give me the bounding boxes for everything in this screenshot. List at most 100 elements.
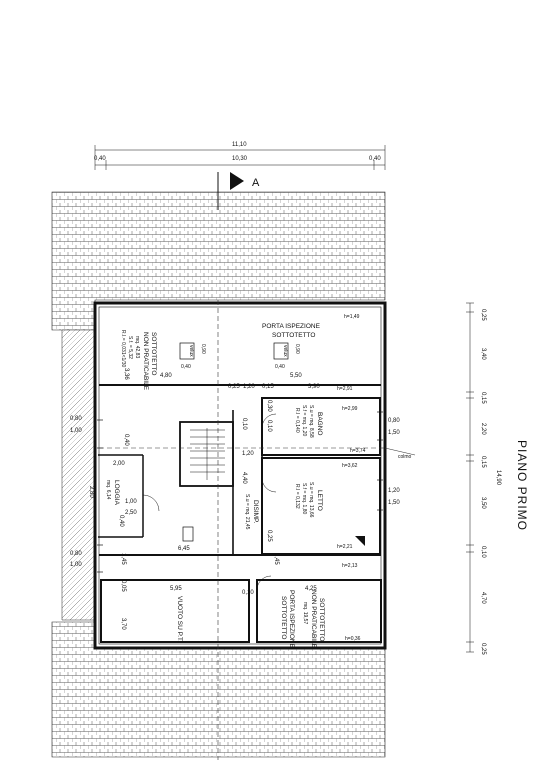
- height-label: h=2,21: [337, 544, 353, 550]
- velux-label: velux: [188, 345, 194, 357]
- right-dim-total: 14,90: [495, 470, 501, 486]
- loggia-wall-hatch: [61, 329, 96, 621]
- room-vuoto: VUOTO SU P.T.: [176, 596, 183, 642]
- colmo-label: colmo: [398, 454, 412, 460]
- height-label: h=2,99: [342, 406, 358, 412]
- dim-label: 0,80: [70, 416, 82, 422]
- dim-label: 1,50: [388, 430, 400, 436]
- height-label: h=2,13: [342, 563, 358, 569]
- room-area: S.u = mq. 21,45: [244, 494, 250, 530]
- door-label: SOTTOTETTO: [272, 332, 315, 339]
- room-su: S.u = mq. 8,58: [308, 405, 314, 438]
- roof-hatch: [51, 191, 386, 758]
- room-name: SOTTOTETTO: [150, 332, 157, 375]
- velux-width: 0,90: [294, 344, 300, 354]
- dim-label: 1,00: [70, 562, 82, 568]
- right-dimensions: [466, 302, 474, 653]
- right-dim-6: 0,10: [480, 546, 486, 558]
- velux-label: velux: [282, 345, 288, 357]
- room-porta-ispezione-n: PORTA ISPEZIONE SOTTOTETTO velux 0,90 0,…: [262, 323, 321, 370]
- section-marker-label: A: [252, 177, 260, 189]
- right-dim-5: 3,50: [480, 497, 486, 509]
- dim-label: 0,40: [123, 434, 129, 446]
- height-label: h=3,74: [350, 448, 366, 454]
- right-dim-0: 0,25: [480, 309, 486, 321]
- dim-label: 2,80: [88, 486, 94, 498]
- dim-label: 4,40: [241, 472, 247, 484]
- room-area: mq. 19,57: [302, 602, 308, 624]
- room-disimpegno: DISIMP. S.u = mq. 21,45: [244, 494, 259, 530]
- dim-label: 2,50: [125, 510, 137, 516]
- room-letto: LETTO S.u = mq. 13,66 S.f = mq. 1,80 R.I…: [294, 482, 365, 546]
- dim-label: 1,45: [120, 553, 126, 565]
- room-name: LETTO: [316, 490, 323, 511]
- room-name: LOGGIA: [113, 480, 120, 506]
- right-dim-1: 3,40: [480, 348, 486, 360]
- room-name: SOTTOTETTO: [318, 598, 325, 641]
- room-loggia: LOGGIA mq. 6,14: [105, 480, 120, 506]
- height-label: h=3,62: [342, 463, 358, 469]
- dim-inner-width: 10,30: [232, 156, 248, 162]
- height-label: h=2,91: [337, 386, 353, 392]
- dim-label: 0,10: [241, 418, 247, 430]
- dim-label: 1,20: [243, 384, 255, 390]
- dim-label: 3,36: [123, 368, 129, 380]
- dim-right-margin: 0,40: [369, 156, 381, 162]
- velux-height: 0,40: [275, 364, 285, 370]
- dim-label: 5,95: [170, 586, 182, 592]
- room-ri: R.I = 0,132: [294, 484, 300, 509]
- door-label: PORTA ISPEZIONE: [262, 323, 321, 330]
- right-dim-4: 0,15: [480, 456, 486, 468]
- dim-label: 0,80: [70, 551, 82, 557]
- dim-label: 4,25: [305, 586, 317, 592]
- room-name: NON PRATICABILE: [142, 332, 149, 391]
- right-dim-2: 0,15: [480, 392, 486, 404]
- right-dim-8: 0,25: [480, 643, 486, 655]
- heights: h=1,49 h=2,91 h=2,99 h=3,74 h=3,62 h=2,2…: [337, 314, 366, 642]
- room-sottotetto-se: PORTA ISPEZIONE SOTTOTETTO SOTTOTETTO NO…: [280, 590, 325, 649]
- interior-walls: [97, 384, 383, 643]
- dim-label: 0,25: [228, 384, 240, 390]
- top-dimensions: [94, 145, 386, 170]
- room-area: mq. 42,83: [134, 336, 140, 358]
- room-ri: R.I = 0,140: [294, 408, 300, 433]
- room-bagno: BAGNO S.u = mq. 8,58 S.f = mq. 1,20 R.I …: [294, 405, 323, 438]
- room-sf: S.f = mq. 1,20: [301, 405, 307, 436]
- dim-label: 3,70: [120, 618, 126, 630]
- dim-label: 1,45: [273, 553, 279, 565]
- dim-label: 5,50: [290, 373, 302, 379]
- velux-windows: [179, 342, 289, 542]
- room-name: DISIMP.: [252, 500, 259, 524]
- drawing-title: PIANO PRIMO: [515, 440, 529, 531]
- dim-label: 0,40: [118, 515, 124, 527]
- door-label: PORTA ISPEZIONE: [288, 590, 295, 649]
- dim-overall-width: 11,10: [232, 142, 247, 148]
- dim-label: 1,00: [70, 428, 82, 434]
- door-label: SOTTOTETTO: [280, 596, 287, 639]
- dim-label: 2,00: [113, 461, 125, 467]
- section-arrow-icon: [355, 536, 365, 546]
- dim-label: 1,50: [388, 500, 400, 506]
- dim-label: 0,30: [266, 400, 272, 412]
- dim-label: 0,10: [242, 590, 254, 596]
- room-su: S.u = mq. 13,66: [308, 482, 314, 518]
- height-label: h=0,36: [345, 636, 361, 642]
- room-name: NON PRATICABILE: [310, 590, 317, 649]
- dim-label: 0,80: [388, 418, 400, 424]
- interior-dimensions: 4,80 5,50 3,36 0,25 1,20 0,15 3,90 0,40 …: [70, 368, 400, 630]
- room-area: mq. 6,14: [105, 480, 111, 500]
- room-name: BAGNO: [316, 412, 323, 435]
- dim-label: 1,00: [125, 499, 137, 505]
- right-dim-7: 4,70: [480, 592, 486, 604]
- dim-label: 3,90: [308, 384, 320, 390]
- dim-label: 1,20: [388, 488, 400, 494]
- velux-width: 0,90: [200, 344, 206, 354]
- dim-label: 0,25: [266, 530, 272, 542]
- section-marker: A: [217, 172, 260, 210]
- dim-label: 6,45: [178, 546, 190, 552]
- right-dim-3: 2,20: [480, 423, 486, 435]
- dim-label: 0,15: [262, 384, 274, 390]
- room-sf: S.f. = 5,32: [127, 336, 133, 359]
- dim-label: 0,05: [120, 580, 126, 592]
- dim-label: 1,20: [242, 451, 254, 457]
